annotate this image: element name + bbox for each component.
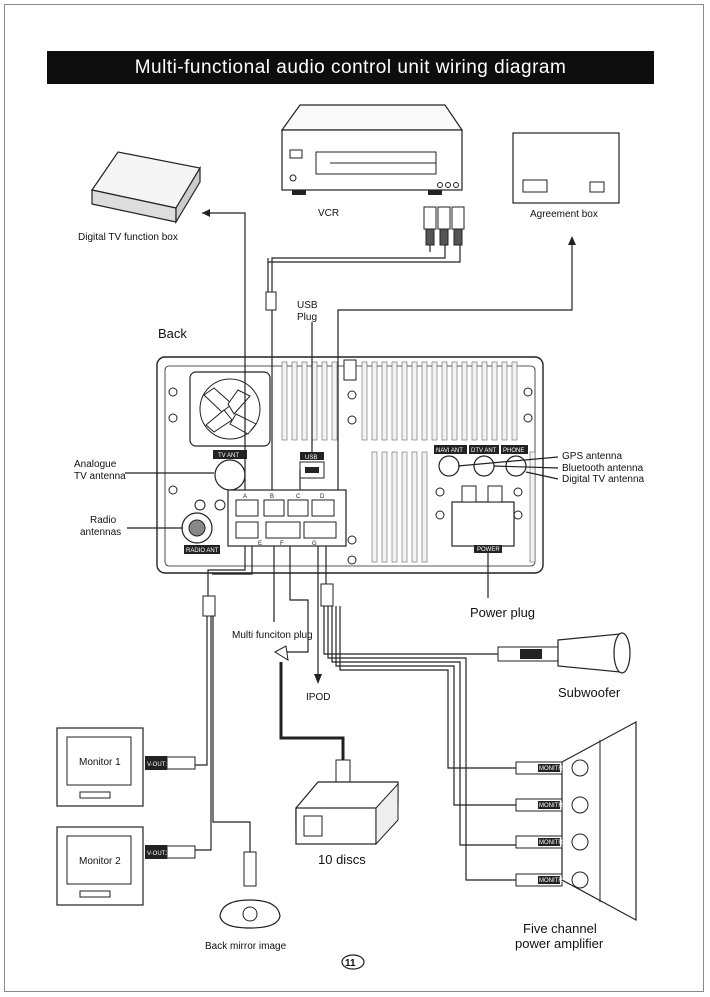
analogue-tv-label-1: Analogue (74, 459, 117, 470)
bluetooth-antenna-label: Bluetooth antenna (562, 463, 644, 474)
agreement-box (512, 132, 620, 204)
monitor-2: V-OUT2 (56, 826, 196, 906)
digital-tv-box (90, 151, 201, 225)
navi-ant-label: NAVI ANT (436, 448, 463, 454)
ten-discs-label: 10 discs (318, 852, 366, 867)
page-title: Multi-functional audio control unit wiri… (134, 57, 567, 78)
radio-antennas-label-2: antennas (80, 527, 121, 538)
back-mirror-label: Back mirror image (205, 941, 287, 952)
tv-ant-port-label: TV ANT (218, 453, 239, 459)
subwoofer-device (497, 632, 631, 674)
phone-label: PHONE (503, 448, 524, 454)
amp-channel-4-label: MONITR (539, 878, 563, 884)
page-number: 11 (345, 958, 356, 969)
usb-port-label: USB (305, 455, 317, 461)
page-number-badge (341, 954, 365, 970)
multi-function-plug-label: Multi funciton plug (232, 630, 313, 641)
amp-channel-3-label: MONITR (539, 840, 563, 846)
vcr-device (280, 104, 464, 195)
five-channel-amplifier: MONITR MONITR MONITR MONITR (515, 720, 637, 922)
disc-changer (295, 781, 399, 846)
back-mirror-camera (219, 851, 281, 929)
subwoofer-label: Subwoofer (558, 685, 621, 700)
port-g-label: G (312, 541, 317, 547)
radio-antennas-label-1: Radio (90, 515, 117, 526)
v-out1-label: V-OUT1 (147, 762, 169, 768)
amplifier-label-2: power amplifier (515, 936, 604, 951)
v-out2-label: V-OUT2 (147, 851, 169, 857)
dtv-ant-label: DTV ANT (471, 448, 497, 454)
monitor-1-label: Monitor 1 (79, 757, 121, 768)
radio-ant-port-label: RADIO ANT (186, 548, 219, 554)
monitor-1: V-OUT1 (56, 727, 196, 807)
ipod-label: IPOD (306, 692, 330, 703)
digital-tv-antenna-label: Digital TV antenna (562, 474, 645, 485)
port-f-label: F (280, 541, 284, 547)
usb-plug-label-2: Plug (297, 312, 317, 323)
back-label: Back (158, 326, 187, 341)
port-a-label: A (243, 494, 247, 500)
port-e-label: E (258, 541, 262, 547)
amp-channel-1-label: MONITR (539, 766, 563, 772)
gps-antenna-label: GPS antenna (562, 451, 622, 462)
port-d-label: D (320, 494, 325, 500)
power-port-label: POWER (477, 547, 500, 553)
usb-plug-label-1: USB (297, 300, 318, 311)
digital-tv-box-label: Digital TV function box (78, 232, 178, 243)
power-plug-label: Power plug (470, 605, 535, 620)
amplifier-label-1: Five channel (523, 921, 597, 936)
amp-channel-2-label: MONITR (539, 803, 563, 809)
analogue-tv-label-2: TV antenna (74, 471, 126, 482)
port-c-label: C (296, 494, 301, 500)
head-unit-back-panel: TV ANT USB RADIO ANT A B C D E F G NAVI … (156, 356, 544, 574)
vcr-label: VCR (318, 208, 339, 219)
port-b-label: B (270, 494, 274, 500)
title-bar: Multi-functional audio control unit wiri… (47, 51, 654, 84)
agreement-box-label: Agreement box (530, 209, 598, 220)
vcr-rca-plugs (423, 206, 465, 246)
monitor-2-label: Monitor 2 (79, 856, 121, 867)
